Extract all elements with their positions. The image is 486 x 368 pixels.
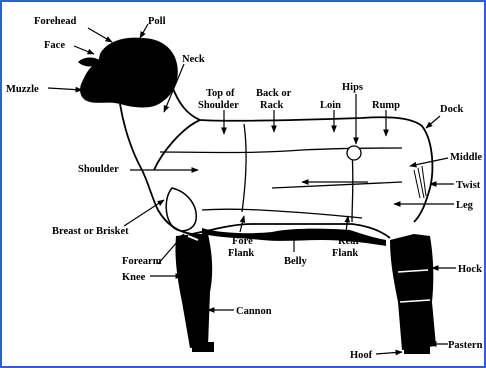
rear-legs [390, 234, 436, 354]
label-face: Face [44, 40, 65, 51]
label-forearm: Forearm [122, 256, 162, 267]
label-twist: Twist [456, 180, 481, 191]
brisket-outline [166, 188, 196, 231]
label-dock: Dock [440, 104, 463, 115]
label-loin: Loin [320, 100, 341, 111]
label-hips: Hips [342, 82, 363, 93]
sheep-head [78, 38, 178, 108]
twist-shading [414, 166, 426, 198]
label-hock: Hock [458, 264, 482, 275]
label-leg: Leg [456, 200, 474, 211]
label-rear-flank-1: Rear [338, 236, 360, 247]
label-top-of-shoulder-1: Top of [206, 88, 235, 99]
label-forehead: Forehead [34, 16, 77, 27]
label-cannon: Cannon [236, 306, 272, 317]
label-middle: Middle [450, 152, 482, 163]
label-breast-or-brisket: Breast or Brisket [52, 226, 129, 237]
label-back-or-rack-2: Rack [260, 100, 283, 111]
label-rump: Rump [372, 100, 400, 111]
label-back-or-rack-1: Back or [256, 88, 292, 99]
label-muzzle: Muzzle [6, 84, 39, 95]
label-rear-flank-2: Flank [332, 248, 358, 259]
label-hoof: Hoof [350, 350, 373, 361]
body-section-lines [160, 124, 402, 222]
label-shoulder: Shoulder [78, 164, 119, 175]
label-fore-flank-2: Flank [228, 248, 254, 259]
label-top-of-shoulder-2: Shoulder [198, 100, 239, 111]
label-knee: Knee [122, 272, 146, 283]
label-neck: Neck [182, 54, 205, 65]
label-pastern: Pastern [448, 340, 483, 351]
label-poll: Poll [148, 16, 166, 27]
label-belly: Belly [284, 256, 307, 267]
front-legs [175, 234, 214, 352]
label-fore-flank-1: Fore [232, 236, 253, 247]
